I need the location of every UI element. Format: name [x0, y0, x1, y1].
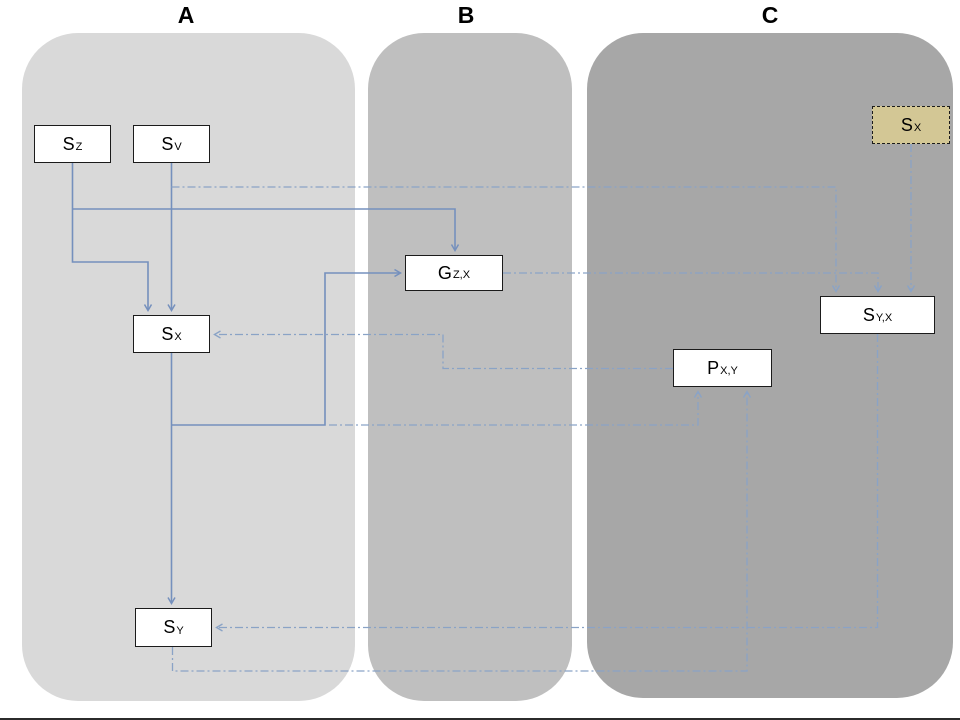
panel-label-b: B: [457, 2, 475, 28]
edge-sz-to-gzx: [72, 208, 460, 252]
edge-pxy-to-sxa: [213, 330, 673, 370]
panel-b-background: [368, 33, 572, 701]
edge-sv-to-syx: [171, 186, 841, 293]
edge-sz-to-sxa: [71, 163, 153, 312]
edge-sy-to-pxy: [171, 390, 752, 672]
edge-sxa-to-gzx: [171, 268, 402, 426]
edge-syx-to-sy: [215, 334, 879, 632]
panel-label-a: A: [177, 2, 195, 28]
edge-sxa-to-pxy: [329, 390, 703, 426]
edge-gzx-to-syx: [503, 272, 883, 293]
panel-label-c: C: [761, 2, 779, 28]
